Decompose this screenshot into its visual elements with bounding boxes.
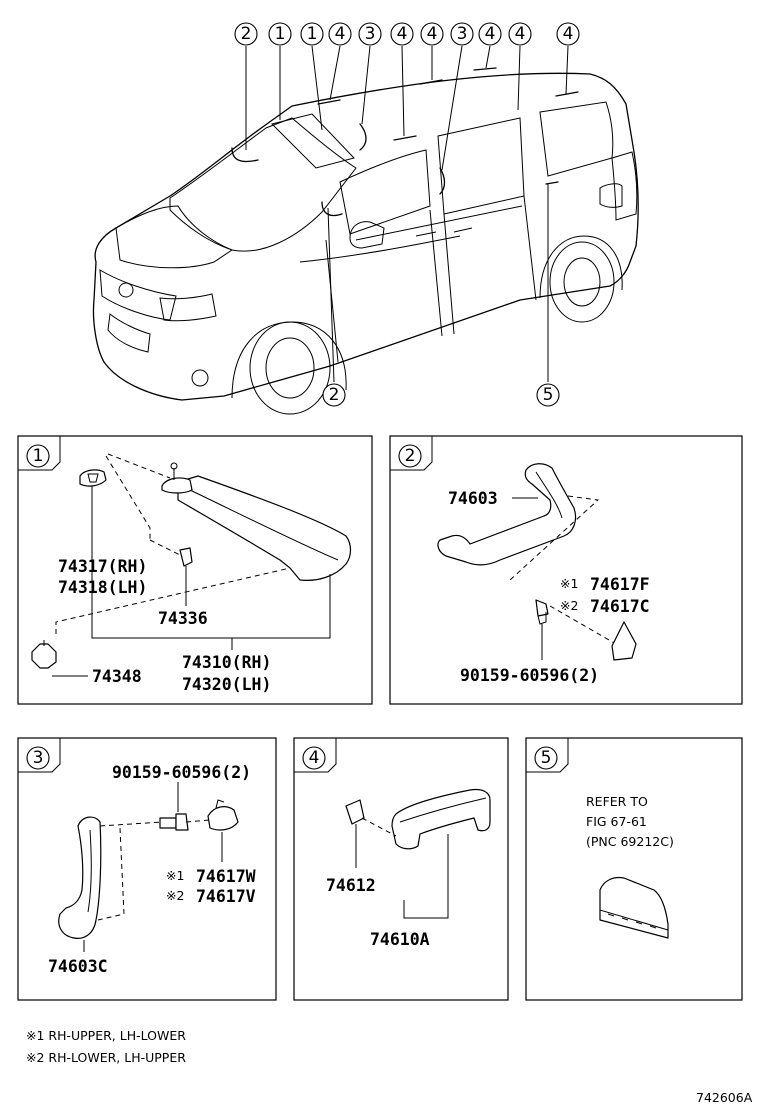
svg-text:3: 3	[365, 24, 376, 44]
svg-text:2: 2	[329, 385, 340, 405]
cover-part	[611, 621, 637, 661]
callout-top-3: 1	[300, 22, 324, 46]
panel-4-roof-grip: 4 74612 74610A	[293, 737, 509, 1001]
svg-text:REFER TO: REFER TO	[586, 794, 648, 809]
svg-text:4: 4	[563, 24, 574, 44]
callout-top-2: 1	[268, 22, 292, 46]
rear-grip-part	[58, 816, 102, 939]
svg-text:1: 1	[307, 24, 318, 44]
svg-text:3: 3	[33, 748, 44, 768]
callout-top-10: 4	[508, 22, 532, 46]
svg-text:74318(LH): 74318(LH)	[58, 578, 147, 597]
panel-2-assist-grip: 2 74603 ※1 74617F ※2 74617C 90159-60596(…	[389, 435, 743, 705]
visor-holder-part	[79, 469, 107, 487]
svg-text:74336: 74336	[158, 609, 208, 628]
svg-text:74603C: 74603C	[48, 957, 108, 976]
svg-text:4: 4	[397, 24, 408, 44]
callout-top-1: 2	[234, 22, 258, 46]
svg-text:※1: ※1	[560, 576, 578, 591]
callout-bottom-1: 2	[322, 383, 346, 407]
panel-3-rear-grip: 3 90159-60596(2) ※1 74617W ※2 74617V 746…	[17, 737, 277, 1001]
svg-text:2: 2	[241, 24, 252, 44]
panel-5-number: 5	[534, 746, 558, 770]
panel-1-number: 1	[26, 444, 50, 468]
panel-3-number: 3	[26, 746, 50, 770]
svg-text:74317(RH): 74317(RH)	[58, 557, 147, 576]
svg-text:(PNC 69212C): (PNC 69212C)	[586, 834, 674, 849]
figure-id: 742606A	[696, 1090, 753, 1105]
svg-text:4: 4	[485, 24, 496, 44]
svg-text:※1: ※1	[166, 868, 184, 883]
svg-text:74310(RH): 74310(RH)	[182, 653, 271, 672]
svg-text:90159-60596(2): 90159-60596(2)	[112, 763, 251, 782]
roof-grip-part	[391, 788, 491, 850]
svg-text:2: 2	[405, 446, 416, 466]
visor-clip-part	[31, 643, 57, 669]
callout-top-9: 4	[478, 22, 502, 46]
svg-text:1: 1	[275, 24, 286, 44]
svg-text:74612: 74612	[326, 876, 376, 895]
svg-text:※1 RH-UPPER, LH-LOWER: ※1 RH-UPPER, LH-LOWER	[26, 1028, 186, 1043]
callout-top-8: 3	[450, 22, 474, 46]
rear-cover-part	[207, 806, 239, 831]
callout-top-7: 4	[420, 22, 444, 46]
svg-text:74610A: 74610A	[370, 930, 430, 949]
svg-text:1: 1	[33, 446, 44, 466]
panel-5-reference: 5 REFER TO FIG 67-61 (PNC 69212C)	[525, 737, 743, 1001]
panel-4-number: 4	[302, 746, 326, 770]
svg-text:5: 5	[543, 385, 554, 405]
panel-1-sun-visor: 1 74317(RH) 74318(LH) 74336 74348 74310(…	[17, 435, 373, 705]
svg-text:74617W: 74617W	[196, 867, 256, 886]
callout-top-4: 4	[328, 22, 352, 46]
bolt-part	[535, 599, 549, 617]
svg-text:74348: 74348	[92, 667, 142, 686]
svg-text:4: 4	[515, 24, 526, 44]
svg-text:5: 5	[541, 748, 552, 768]
svg-text:4: 4	[427, 24, 438, 44]
svg-text:74617C: 74617C	[590, 597, 650, 616]
svg-text:74320(LH): 74320(LH)	[182, 675, 271, 694]
svg-text:※2 RH-LOWER, LH-UPPER: ※2 RH-LOWER, LH-UPPER	[26, 1050, 186, 1065]
svg-text:74603: 74603	[448, 489, 498, 508]
svg-text:4: 4	[335, 24, 346, 44]
svg-text:74617V: 74617V	[196, 887, 256, 906]
callout-top-6: 4	[390, 22, 414, 46]
svg-text:※2: ※2	[166, 888, 184, 903]
panel-2-number: 2	[398, 444, 422, 468]
svg-text:※2: ※2	[560, 598, 578, 613]
van-illustration	[92, 45, 639, 415]
callout-bottom-2: 5	[536, 383, 560, 407]
rear-bolt-part	[159, 817, 177, 829]
assist-grip-part	[437, 463, 577, 566]
sun-visor-part	[177, 475, 352, 581]
callout-top-11: 4	[556, 22, 580, 46]
svg-text:3: 3	[457, 24, 468, 44]
callout-top-5: 3	[358, 22, 382, 46]
callouts-bottom: 2 5	[322, 383, 560, 407]
screw-part	[179, 547, 193, 567]
roof-grip-clip-part	[345, 799, 365, 825]
svg-text:90159-60596(2): 90159-60596(2)	[460, 666, 599, 685]
svg-text:74617F: 74617F	[590, 575, 650, 594]
svg-text:FIG 67-61: FIG 67-61	[586, 814, 647, 829]
svg-text:4: 4	[309, 748, 320, 768]
callouts-top: 2 1 1 4 3 4 4 3 4 4 4	[234, 22, 580, 46]
footnotes: ※1 RH-UPPER, LH-LOWER ※2 RH-LOWER, LH-UP…	[26, 1028, 186, 1065]
lamp-part	[599, 876, 669, 939]
